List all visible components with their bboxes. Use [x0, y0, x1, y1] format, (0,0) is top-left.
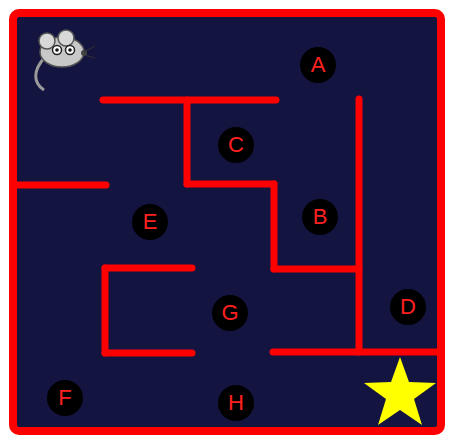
marker-letter: B: [313, 206, 328, 228]
marker-letter: G: [221, 302, 238, 324]
marker-letter: C: [228, 134, 244, 156]
marker-letter: H: [228, 392, 244, 414]
marker-letter: F: [58, 387, 71, 409]
goal-star: [364, 357, 436, 425]
letter-marker: C: [218, 127, 254, 163]
letter-marker: H: [218, 385, 254, 421]
letter-marker: G: [212, 295, 248, 331]
letter-marker: B: [302, 199, 338, 235]
marker-letter: D: [400, 296, 416, 318]
letter-marker: A: [300, 47, 336, 83]
marker-letter: E: [143, 211, 158, 233]
letter-marker: E: [132, 204, 168, 240]
mouse-icon: [36, 30, 95, 90]
letter-marker: D: [390, 289, 426, 325]
letter-marker: F: [47, 380, 83, 416]
marker-letter: A: [311, 54, 326, 76]
